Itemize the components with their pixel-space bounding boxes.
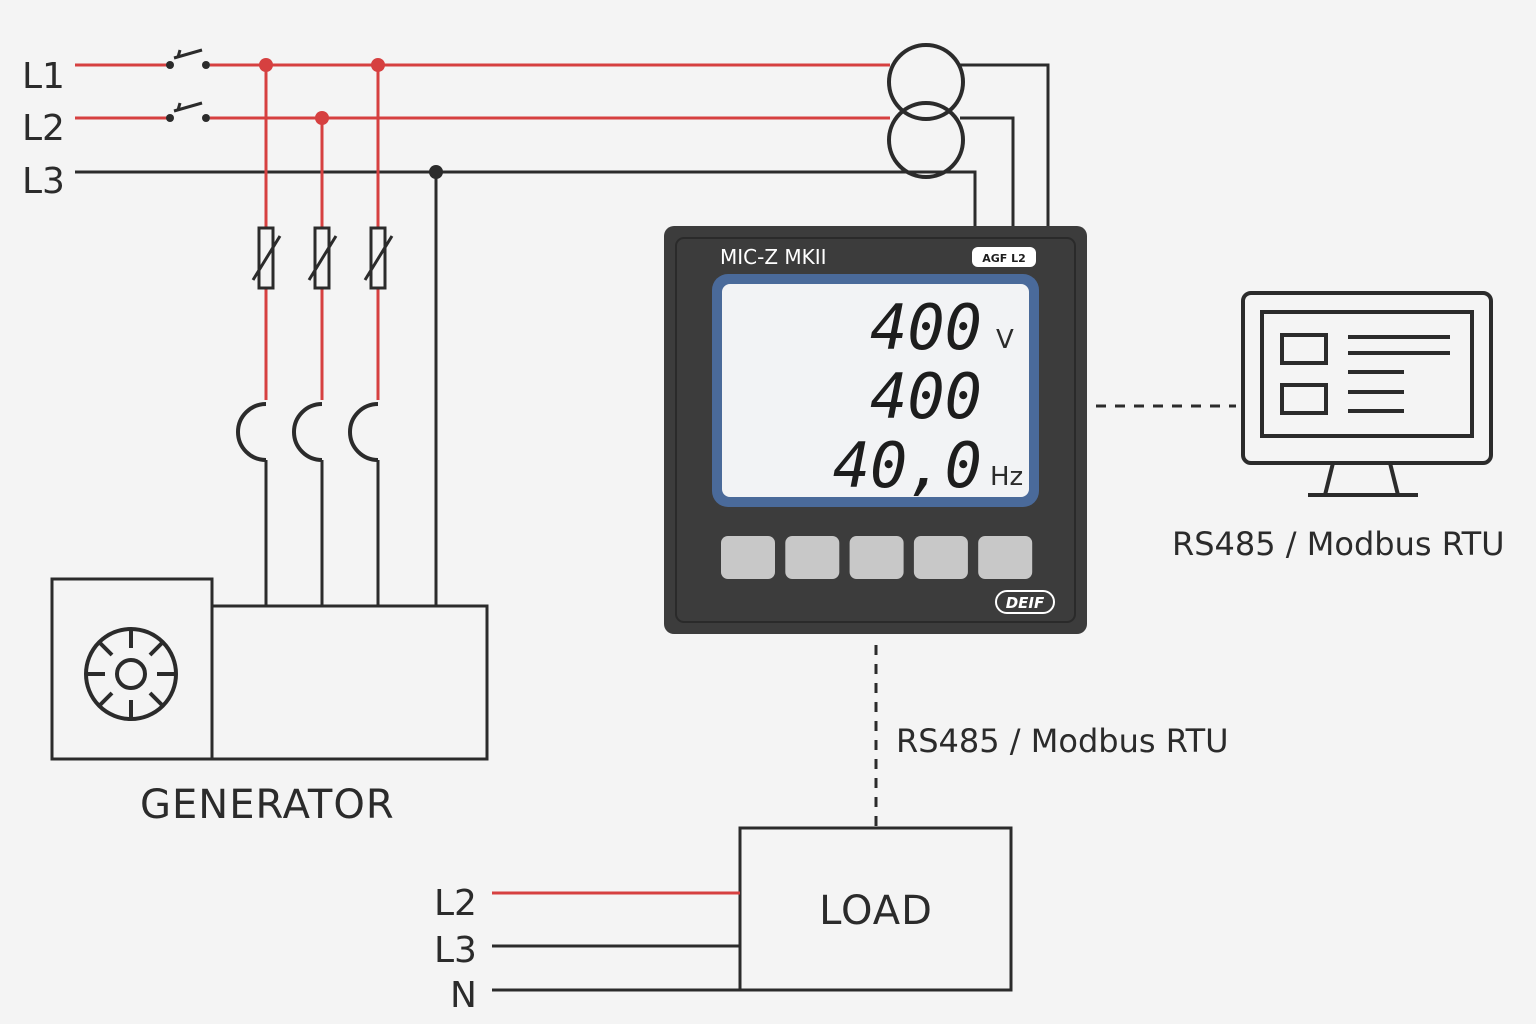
lcd-screen <box>722 284 1029 497</box>
generator <box>50 577 489 761</box>
load-label: LOAD <box>819 888 933 934</box>
breaker-switch-l2 <box>166 101 210 122</box>
generator-rotor-icon <box>84 627 178 721</box>
line-label-l1: L1 <box>22 56 65 97</box>
generator-label: GENERATOR <box>140 782 395 828</box>
meter-button-5[interactable] <box>978 536 1033 579</box>
lcd-unit-1: V <box>996 325 1014 355</box>
meter-badge-text: AGF L2 <box>982 252 1026 265</box>
ct-coil-2 <box>292 402 323 462</box>
droppers <box>264 65 438 606</box>
load-line-label-n: N <box>450 975 477 1016</box>
bus-lines <box>75 63 975 174</box>
meter-model: MIC-Z MKII <box>720 245 827 269</box>
load-box <box>738 826 1013 992</box>
meter-button-2[interactable] <box>785 536 840 579</box>
line-label-l3: L3 <box>22 161 65 202</box>
lcd-reading-2: 400 <box>870 360 982 433</box>
ct-coils <box>236 402 379 462</box>
meter-button-row <box>721 536 1033 579</box>
meter-button-1[interactable] <box>721 536 775 579</box>
comm-label-pc: RS485 / Modbus RTU <box>1172 525 1505 563</box>
lcd-reading-1: 400 <box>870 291 982 364</box>
meter-brand-badge <box>995 590 1055 614</box>
lcd-reading-3: 40,0 <box>833 429 982 502</box>
load-line-label-l2: L2 <box>434 883 477 924</box>
load-line-label-l3: L3 <box>434 930 477 971</box>
generator-feeds <box>264 460 380 606</box>
ct-coil-1 <box>236 402 267 462</box>
line-label-l2: L2 <box>22 108 65 149</box>
power-meter: MIC-Z MKII AGF L2 400 V 400 40,0 Hz DEIF <box>664 226 1087 634</box>
meter-brand: DEIF <box>1006 594 1045 612</box>
fuse-1 <box>251 226 282 290</box>
fuse-3 <box>363 226 394 290</box>
voltage-transformer <box>887 43 965 179</box>
meter-button-3[interactable] <box>849 536 904 579</box>
meter-button-4[interactable] <box>913 536 968 579</box>
breaker-switch-l1 <box>166 48 210 69</box>
ct-coil-3 <box>348 402 379 462</box>
lcd-unit-3: Hz <box>990 462 1023 492</box>
transformer-to-meter-wires <box>960 63 1050 228</box>
comm-label-load: RS485 / Modbus RTU <box>896 722 1229 760</box>
pc-monitor-icon <box>1241 291 1493 497</box>
fuse-2 <box>307 226 338 290</box>
meter-badge <box>972 247 1036 267</box>
